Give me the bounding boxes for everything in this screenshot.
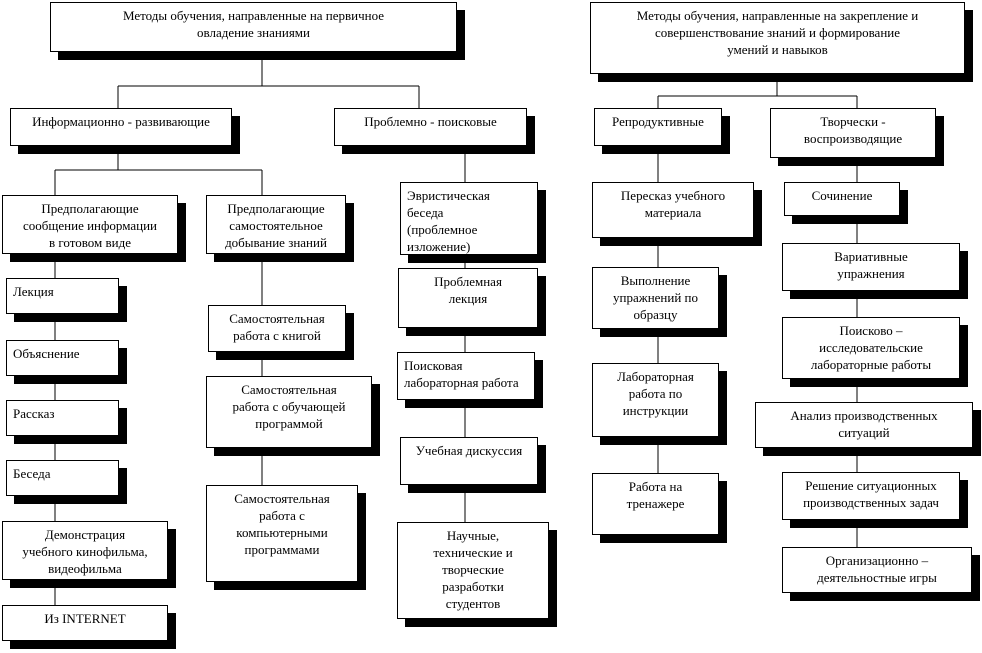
item-essay: Сочинение (784, 182, 900, 216)
item-label: Решение ситуационных производственных за… (803, 478, 939, 510)
group-reproductive: Репродуктивные (594, 108, 722, 146)
item-heuristic-conversation: Эвристическая беседа (проблемное изложен… (400, 182, 538, 255)
item-conversation: Беседа (6, 460, 119, 496)
item-label: Лабораторная работа по инструкции (617, 369, 694, 418)
root-primary-methods: Методы обучения, направленные на первичн… (50, 2, 457, 52)
root-consolidation-label: Методы обучения, направленные на закрепл… (636, 8, 919, 57)
item-research-lab-work: Поисково – исследовательские лабораторны… (782, 317, 960, 379)
item-label: Проблемная лекция (434, 274, 502, 306)
root-consolidation-methods: Методы обучения, направленные на закрепл… (590, 2, 965, 74)
item-search-lab-work: Поисковая лабораторная работа (397, 352, 535, 400)
item-label: Эвристическая беседа (проблемное изложен… (407, 188, 490, 254)
group-creative-label: Творчески - воспроизводящие (803, 114, 903, 146)
item-label: Самостоятельная работа с книгой (229, 311, 325, 343)
item-production-situation-analysis: Анализ производственных ситуаций (755, 402, 973, 448)
group-problem-search: Проблемно - поисковые (334, 108, 527, 146)
item-label: Поисково – исследовательские лабораторны… (810, 323, 932, 372)
subgroup-self-label: Предполагающие самостоятельное добывание… (225, 201, 327, 250)
subgroup-ready-info: Предполагающие сообщение информации в го… (2, 195, 178, 254)
item-business-games: Организационно – деятельностные игры (782, 547, 972, 593)
item-label: Лекция (13, 284, 54, 299)
item-label: Из INTERNET (44, 611, 126, 626)
item-label: Работа на тренажере (626, 479, 685, 511)
item-label: Выполнение упражнений по образцу (612, 273, 698, 322)
group-creative: Творчески - воспроизводящие (770, 108, 936, 158)
item-simulator-work: Работа на тренажере (592, 473, 719, 535)
item-problem-lecture: Проблемная лекция (398, 268, 538, 328)
item-label: Организационно – деятельностные игры (817, 553, 937, 585)
item-training-program-work: Самостоятельная работа с обучающей прогр… (206, 376, 372, 448)
item-internet: Из INTERNET (2, 605, 168, 641)
item-label: Научные, технические и творческие разраб… (433, 528, 513, 611)
item-lecture: Лекция (6, 278, 119, 314)
subgroup-ready-label: Предполагающие сообщение информации в го… (22, 201, 158, 250)
item-label: Объяснение (13, 346, 80, 361)
root-primary-label: Методы обучения, направленные на первичн… (122, 8, 385, 40)
item-label: Демонстрация учебного кинофильма, видеоф… (22, 527, 148, 576)
item-explanation: Объяснение (6, 340, 119, 376)
item-film-demonstration: Демонстрация учебного кинофильма, видеоф… (2, 521, 168, 580)
group-info-label: Информационно - развивающие (32, 114, 210, 129)
item-label: Самостоятельная работа с обучающей прогр… (232, 382, 346, 431)
item-exercises-by-sample: Выполнение упражнений по образцу (592, 267, 719, 329)
item-label: Поисковая лабораторная работа (404, 358, 519, 390)
item-discussion: Учебная дискуссия (400, 437, 538, 485)
item-story: Рассказ (6, 400, 119, 436)
group-info-developing: Информационно - развивающие (10, 108, 232, 146)
item-scientific-developments: Научные, технические и творческие разраб… (397, 522, 549, 619)
item-label: Беседа (13, 466, 51, 481)
item-label: Рассказ (13, 406, 55, 421)
item-label: Сочинение (811, 188, 873, 203)
item-variative-exercises: Вариативные упражнения (782, 243, 960, 291)
item-lab-by-instruction: Лабораторная работа по инструкции (592, 363, 719, 437)
item-label: Учебная дискуссия (415, 443, 523, 458)
item-label: Анализ производственных ситуаций (790, 408, 938, 440)
item-retelling: Пересказ учебного материала (592, 182, 754, 238)
item-label: Пересказ учебного материала (620, 188, 726, 220)
item-book-work: Самостоятельная работа с книгой (208, 305, 346, 352)
subgroup-self-acquisition: Предполагающие самостоятельное добывание… (206, 195, 346, 254)
item-label: Вариативные упражнения (834, 249, 908, 281)
item-label: Самостоятельная работа с компьютерными п… (234, 491, 330, 557)
item-situational-tasks: Решение ситуационных производственных за… (782, 472, 960, 520)
item-computer-program-work: Самостоятельная работа с компьютерными п… (206, 485, 358, 582)
group-problem-label: Проблемно - поисковые (364, 114, 497, 129)
group-reproductive-label: Репродуктивные (612, 114, 704, 129)
